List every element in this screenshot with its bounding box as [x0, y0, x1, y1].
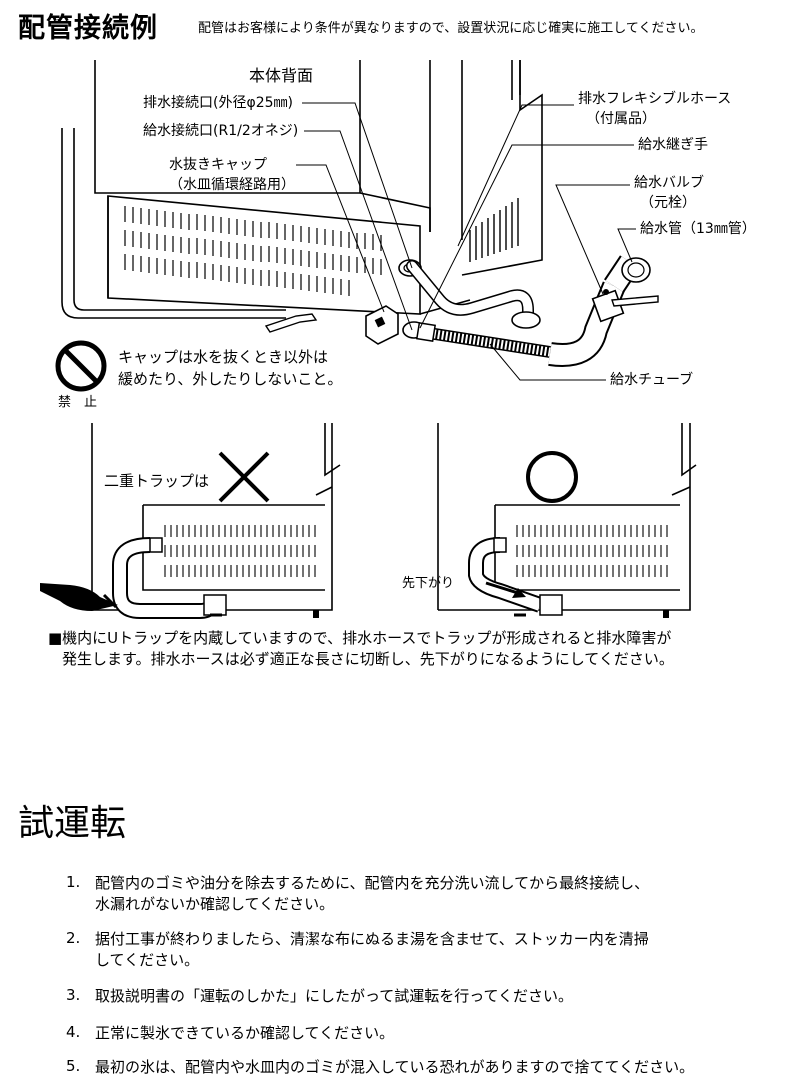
- downhill-arrow: [485, 581, 526, 598]
- drain-flex-hose: [407, 261, 533, 323]
- step-text: 正常に製氷できているか確認してください。: [95, 1024, 395, 1042]
- leader-valve: [555, 184, 630, 295]
- section-title-piping: 配管接続例: [18, 13, 158, 44]
- leader-supply-port: [304, 130, 413, 331]
- piping-note: 配管はお客様により条件が異なりますので、設置状況に応じ確実に施工してください。: [198, 21, 704, 36]
- section-title-test-run: 試運転: [18, 803, 127, 844]
- step-number: 2.: [66, 929, 81, 947]
- trap-warning-line1: ■機内にUトラップを内蔵していますので、排水ホースでトラップが形成されると排水障…: [48, 629, 672, 647]
- handle: [264, 313, 318, 333]
- cross-mark: [218, 451, 270, 503]
- label-flex-hose: 排水フレキシブルホース: [578, 91, 732, 107]
- step-number: 3.: [66, 986, 81, 1004]
- prohibition-icon: [55, 340, 107, 392]
- supply-pipe: [548, 282, 624, 365]
- label-supply-port: 給水接続口(R1/2オネジ): [143, 123, 299, 139]
- vent-slots: [124, 198, 519, 296]
- label-flex-hose-sub: （付属品）: [586, 111, 656, 127]
- circle-mark: [526, 451, 578, 503]
- outline-left: [61, 128, 286, 319]
- leader-drain-cap: [296, 164, 385, 313]
- supply-tube: [421, 327, 551, 357]
- leader-tube: [489, 343, 606, 381]
- trap-comparison: [40, 423, 697, 619]
- step-number: 4.: [66, 1023, 81, 1041]
- prohibition-line1: キャップは水を抜くとき以外は: [118, 348, 329, 366]
- back-label: 本体背面: [249, 66, 314, 85]
- bad-example-label: 二重トラップは: [104, 472, 210, 490]
- step-text: 取扱説明書の「運転のしかた」にしたがって試運転を行ってください。: [95, 987, 574, 1005]
- prohibition-line2: 緩めたり、外したりしないこと。: [118, 370, 343, 388]
- vent-panel: [107, 195, 421, 315]
- step-text: 最初の氷は、配管内や水皿内のゴミが混入している恐れがありますので捨ててください。: [95, 1058, 695, 1076]
- label-drain-port: 排水接続口(外径φ25㎜): [143, 95, 293, 111]
- bad-hose-end: [40, 583, 118, 611]
- label-supply-valve-sub: （元栓）: [640, 195, 696, 211]
- label-supply-pipe: 給水管（13㎜管）: [640, 221, 756, 237]
- leader-joint: [419, 144, 634, 329]
- label-supply-tube: 給水チューブ: [610, 372, 694, 388]
- downhill-label: 先下がり: [402, 576, 455, 591]
- leader-pipe: [617, 228, 636, 263]
- label-supply-valve: 給水バルブ: [634, 175, 704, 191]
- step-number: 5.: [66, 1057, 81, 1075]
- prohibition-mark-label: 禁 止: [58, 395, 98, 410]
- label-drain-cap-sub: （水皿循環経路用）: [169, 177, 295, 193]
- leader-flex-hose: [457, 104, 574, 247]
- bad-example: [91, 423, 341, 611]
- step-text: 据付工事が終わりましたら、清潔な布にぬるま湯を含ませて、ストッカー内を清掃: [95, 930, 649, 948]
- leader-drain-port: [302, 102, 413, 269]
- step-number: 1.: [66, 873, 81, 891]
- step-text: 配管内のゴミや油分を除去するために、配管内を充分洗い流してから最終接続し、: [95, 874, 650, 892]
- label-drain-cap: 水抜きキャップ: [169, 157, 267, 173]
- label-supply-joint: 給水継ぎ手: [638, 137, 708, 153]
- piping-diagram: [55, 60, 659, 392]
- step-text-cont: 水漏れがないか確認してください。: [95, 895, 335, 913]
- step-text-cont: してください。: [95, 951, 200, 969]
- trap-warning-line2: 発生します。排水ホースは必ず適正な長さに切断し、先下がりになるようにしてください…: [62, 650, 674, 668]
